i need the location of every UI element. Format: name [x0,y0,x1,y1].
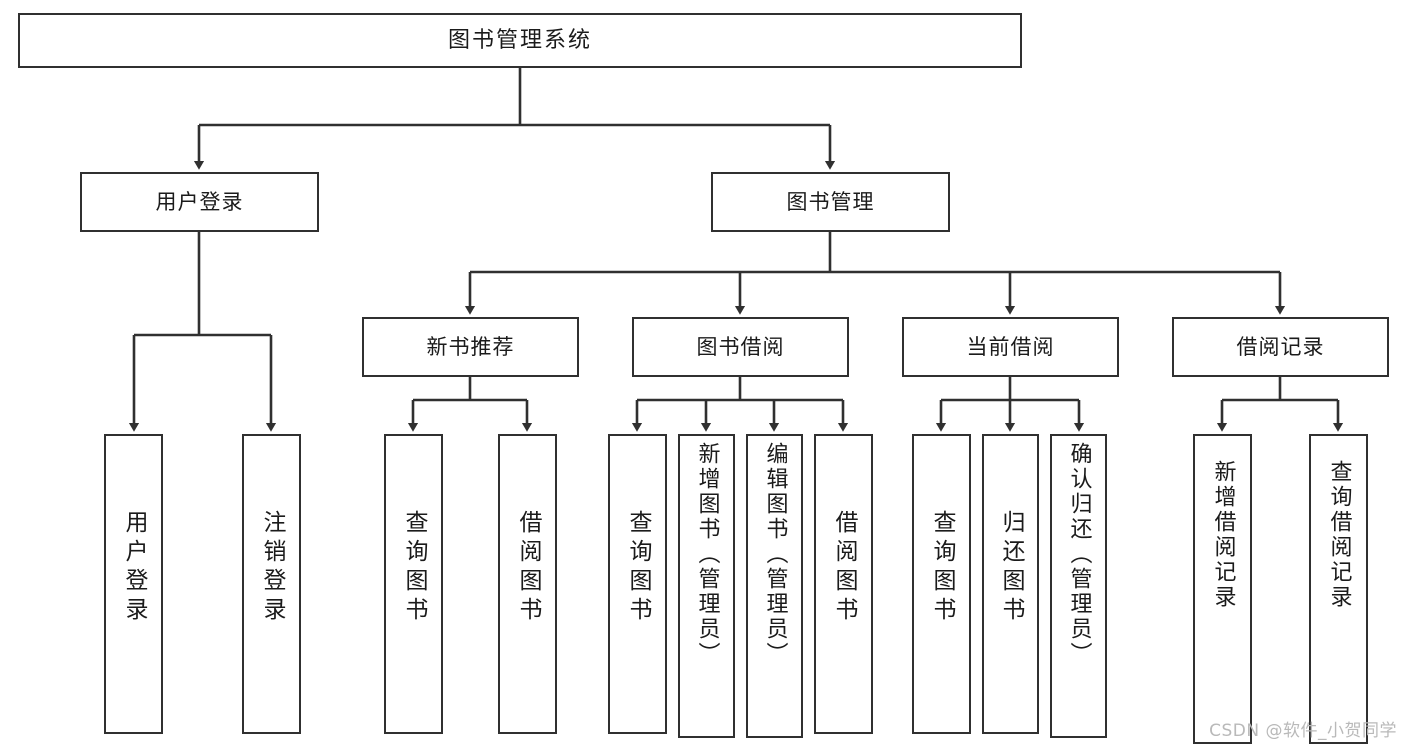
node-label: 图书管理 [786,189,875,214]
node-label: 用户登录 [155,189,244,214]
leaf-query-borrow-record[interactable]: 查询借阅记录 [1309,434,1368,744]
node-root-book-management-system[interactable]: 图书管理系统 [18,13,1022,68]
leaf-borrow-book-recommend[interactable]: 借阅图书 [498,434,557,734]
leaf-return-book[interactable]: 归还图书 [982,434,1039,734]
leaf-query-book-current[interactable]: 查询图书 [912,434,971,734]
node-label: 借阅记录 [1236,334,1325,359]
node-user-login[interactable]: 用户登录 [80,172,319,232]
node-label: 确认归还（管理员） [1066,442,1092,667]
leaf-query-book-borrow[interactable]: 查询图书 [608,434,667,734]
leaf-edit-book-admin[interactable]: 编辑图书（管理员） [746,434,803,738]
node-label: 新增借阅记录 [1210,460,1236,610]
node-book-borrow[interactable]: 图书借阅 [632,317,849,377]
node-label: 当前借阅 [966,334,1055,359]
node-label: 查询图书 [929,510,955,626]
node-label: 用户登录 [121,510,147,626]
node-label: 新书推荐 [426,334,515,359]
leaf-user-logout[interactable]: 注销登录 [242,434,301,734]
leaf-add-borrow-record[interactable]: 新增借阅记录 [1193,434,1252,744]
node-label: 查询图书 [401,510,427,626]
node-current-borrow[interactable]: 当前借阅 [902,317,1119,377]
leaf-borrow-book-borrow[interactable]: 借阅图书 [814,434,873,734]
node-label: 图书管理系统 [447,27,592,53]
node-label: 编辑图书（管理员） [762,442,788,667]
csdn-watermark: CSDN @软件_小贺同学 [1209,721,1397,741]
node-label: 查询图书 [625,510,651,626]
node-borrow-record[interactable]: 借阅记录 [1172,317,1389,377]
node-label: 借阅图书 [831,510,857,626]
node-book-management[interactable]: 图书管理 [711,172,950,232]
leaf-confirm-return-admin[interactable]: 确认归还（管理员） [1050,434,1107,738]
leaf-add-book-admin[interactable]: 新增图书（管理员） [678,434,735,738]
node-label: 注销登录 [259,510,285,626]
node-label: 借阅图书 [515,510,541,626]
node-label: 归还图书 [998,510,1024,626]
node-label: 查询借阅记录 [1326,460,1352,610]
node-label: 图书借阅 [696,334,785,359]
leaf-user-login[interactable]: 用户登录 [104,434,163,734]
node-new-book-recommend[interactable]: 新书推荐 [362,317,579,377]
node-label: 新增图书（管理员） [694,442,720,667]
leaf-query-book-recommend[interactable]: 查询图书 [384,434,443,734]
